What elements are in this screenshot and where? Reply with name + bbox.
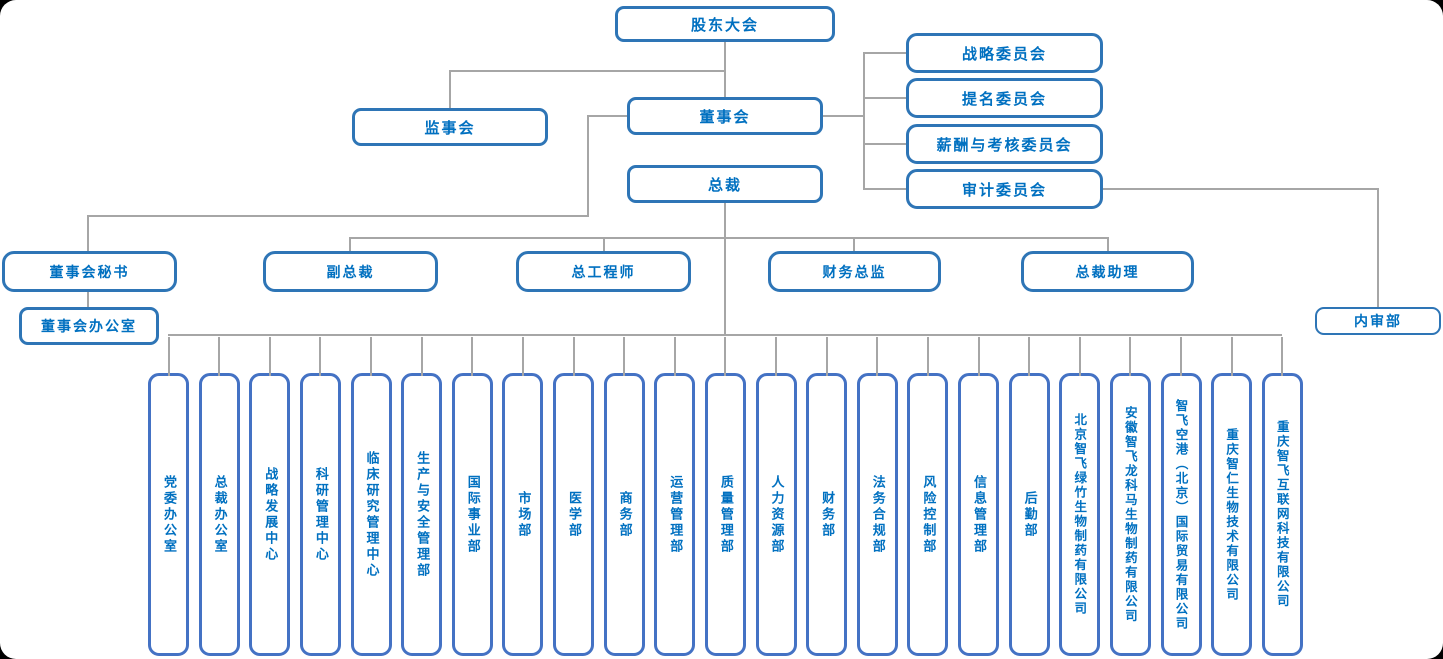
- connector-exec-drop-2: [603, 237, 605, 251]
- node-chief-engineer: 总工程师: [516, 251, 691, 292]
- node-clinical-research-center: 临床研究管理中心: [350, 373, 392, 656]
- node-finance-dept: 财务部: [806, 373, 848, 656]
- node-president-office: 总裁办公室: [198, 373, 240, 656]
- node-subsidiary-zhifei-konggang: 智飞空港（北京）国际贸易有限公司: [1160, 373, 1202, 656]
- node-production-safety-dept: 生产与安全管理部: [401, 373, 443, 656]
- connector-exec-drop-4: [1107, 237, 1109, 251]
- connector-committee-stub-1: [864, 52, 906, 54]
- node-subsidiary-anhui-longcom: 安徽智飞龙科马生物制药有限公司: [1109, 373, 1151, 656]
- node-cfo: 财务总监: [768, 251, 941, 292]
- connector-executive-row: [349, 237, 1109, 239]
- connector-board-secretary-h2: [87, 215, 589, 217]
- node-strategy-committee: 战略委员会: [906, 33, 1103, 73]
- connector-bottom-spine: [168, 334, 1282, 336]
- node-board-of-directors: 董事会: [627, 97, 823, 135]
- node-internal-audit-dept: 内审部: [1315, 307, 1441, 335]
- connector-shareholders-board: [724, 42, 726, 97]
- node-audit-committee: 审计委员会: [906, 169, 1103, 209]
- node-strategic-development-center: 战略发展中心: [249, 373, 291, 656]
- connector-president-down: [724, 203, 726, 336]
- node-president-assistant: 总裁助理: [1021, 251, 1194, 292]
- node-logistics-dept: 后勤部: [1008, 373, 1050, 656]
- connector-board-secretary-v2: [87, 215, 89, 251]
- node-marketing-dept: 市场部: [502, 373, 544, 656]
- connector-committee-stub-3: [864, 143, 906, 145]
- connector-exec-drop-3: [853, 237, 855, 251]
- node-international-business-dept: 国际事业部: [451, 373, 493, 656]
- connector-supervisory-v: [449, 70, 451, 109]
- connector-exec-drop-1: [349, 237, 351, 251]
- node-vice-president: 副总裁: [263, 251, 438, 292]
- node-medical-dept: 医学部: [553, 373, 594, 656]
- node-operations-management-dept: 运营管理部: [654, 373, 696, 656]
- node-legal-compliance-dept: 法务合规部: [856, 373, 898, 656]
- connector-secretary-office: [87, 292, 89, 307]
- node-research-management-center: 科研管理中心: [299, 373, 341, 656]
- node-subsidiary-beijing-lvzhu: 北京智飞绿竹生物制药有限公司: [1059, 373, 1101, 656]
- connector-audit-internal-v: [1377, 188, 1379, 307]
- node-quality-management-dept: 质量管理部: [704, 373, 746, 656]
- connector-board-secretary-v1: [587, 115, 589, 217]
- node-risk-control-dept: 风险控制部: [907, 373, 949, 656]
- node-hr-dept: 人力资源部: [755, 373, 797, 656]
- connector-board-committees: [823, 115, 864, 117]
- node-nomination-committee: 提名委员会: [906, 78, 1103, 118]
- node-president: 总裁: [627, 165, 823, 203]
- node-subsidiary-chongqing-zhiren: 重庆智仁生物技术有限公司: [1211, 373, 1253, 656]
- node-shareholders-meeting: 股东大会: [615, 6, 835, 42]
- connector-committee-spine: [863, 52, 865, 190]
- node-party-committee-office: 党委办公室: [148, 373, 189, 656]
- node-subsidiary-chongqing-internet: 重庆智飞互联网科技有限公司: [1261, 373, 1303, 656]
- node-board-office: 董事会办公室: [19, 307, 159, 345]
- node-commerce-dept: 商务部: [603, 373, 645, 656]
- node-compensation-assessment-committee: 薪酬与考核委员会: [906, 124, 1103, 164]
- connector-committee-stub-2: [864, 97, 906, 99]
- node-supervisory-board: 监事会: [352, 108, 548, 146]
- connector-audit-internal-h: [1103, 188, 1379, 190]
- node-information-management-dept: 信息管理部: [958, 373, 999, 656]
- connector-board-secretary-h1: [588, 115, 627, 117]
- connector-supervisory-h: [450, 70, 726, 72]
- node-board-secretary: 董事会秘书: [2, 251, 177, 292]
- connector-committee-stub-4: [864, 188, 906, 190]
- bottom-row: 党委办公室 总裁办公室 战略发展中心 科研管理中心 临床研究管理中心 生产与安全…: [148, 373, 1303, 656]
